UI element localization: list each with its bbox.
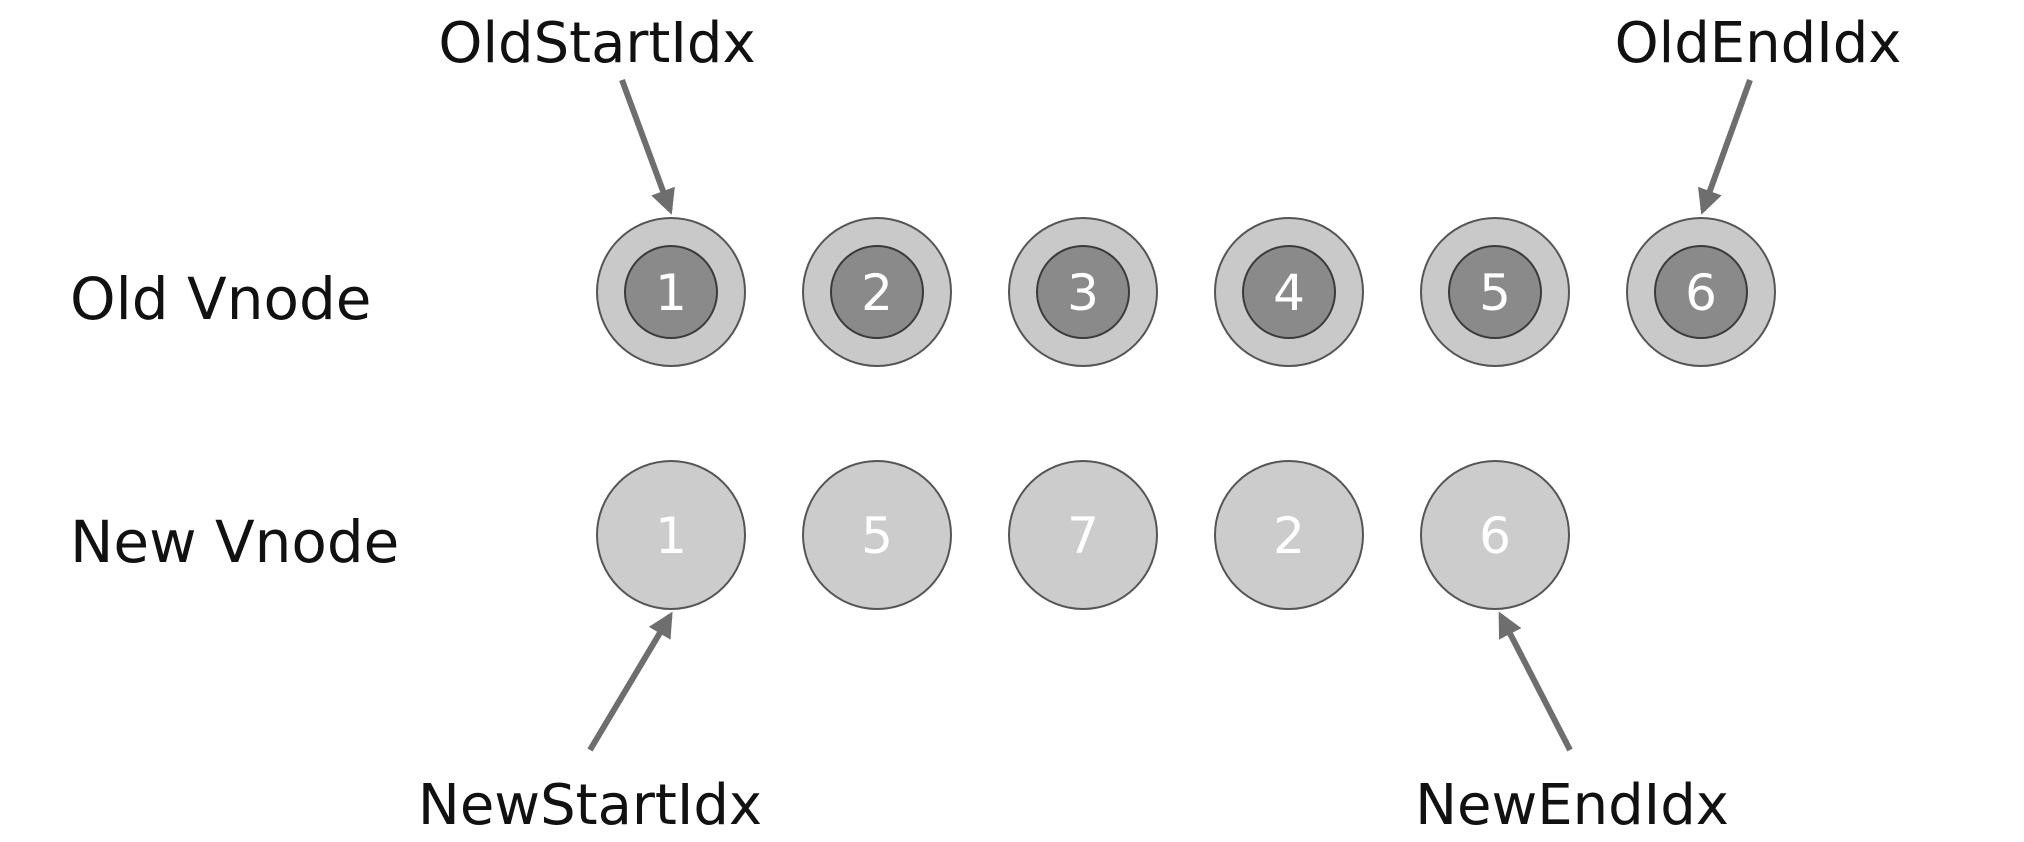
old-node-value: 2: [861, 264, 893, 322]
old-node: 6: [1626, 217, 1776, 367]
old-node-value: 3: [1067, 264, 1099, 322]
new-node: 6: [1420, 460, 1570, 610]
old-start-arrow: [619, 78, 675, 215]
new-node-value: 2: [1273, 507, 1305, 565]
old-node-value: 1: [655, 264, 687, 322]
old-node-inner-circle: [830, 245, 924, 339]
old-node-inner-circle: [1242, 245, 1336, 339]
new-node-circle: [596, 460, 746, 610]
new-end-idx-label: NewEndIdx: [1415, 773, 1729, 838]
old-node: 4: [1214, 217, 1364, 367]
old-node: 2: [802, 217, 952, 367]
new-node: 5: [802, 460, 952, 610]
old-node: 1: [596, 217, 746, 367]
old-node-inner-circle: [624, 245, 718, 339]
old-node: 3: [1008, 217, 1158, 367]
old-node-value: 6: [1685, 264, 1717, 322]
old-vnode-row: 1 2 3 4 5 6: [596, 217, 1776, 367]
new-node-circle: [1420, 460, 1570, 610]
new-node-value: 5: [861, 507, 893, 565]
new-node-value: 6: [1479, 507, 1511, 565]
new-vnode-label: New Vnode: [70, 508, 399, 576]
old-node-inner-circle: [1448, 245, 1542, 339]
new-vnode-row: 1 5 7 2 6: [596, 460, 1570, 610]
new-end-arrow: [1498, 611, 1573, 752]
new-start-arrow: [587, 611, 673, 752]
new-node-value: 1: [655, 507, 687, 565]
old-node-inner-circle: [1654, 245, 1748, 339]
old-node-inner-circle: [1036, 245, 1130, 339]
new-node-value: 7: [1067, 507, 1099, 565]
old-node-value: 5: [1479, 264, 1511, 322]
old-end-idx-label: OldEndIdx: [1615, 11, 1902, 76]
old-vnode-label: Old Vnode: [70, 265, 371, 333]
new-start-idx-label: NewStartIdx: [418, 773, 762, 838]
new-node-circle: [802, 460, 952, 610]
new-node: 1: [596, 460, 746, 610]
old-start-idx-label: OldStartIdx: [438, 11, 755, 76]
new-node: 7: [1008, 460, 1158, 610]
new-node-circle: [1008, 460, 1158, 610]
old-node-value: 4: [1273, 264, 1305, 322]
old-node: 5: [1420, 217, 1570, 367]
old-end-arrow: [1698, 78, 1753, 215]
new-node: 2: [1214, 460, 1364, 610]
new-node-circle: [1214, 460, 1364, 610]
